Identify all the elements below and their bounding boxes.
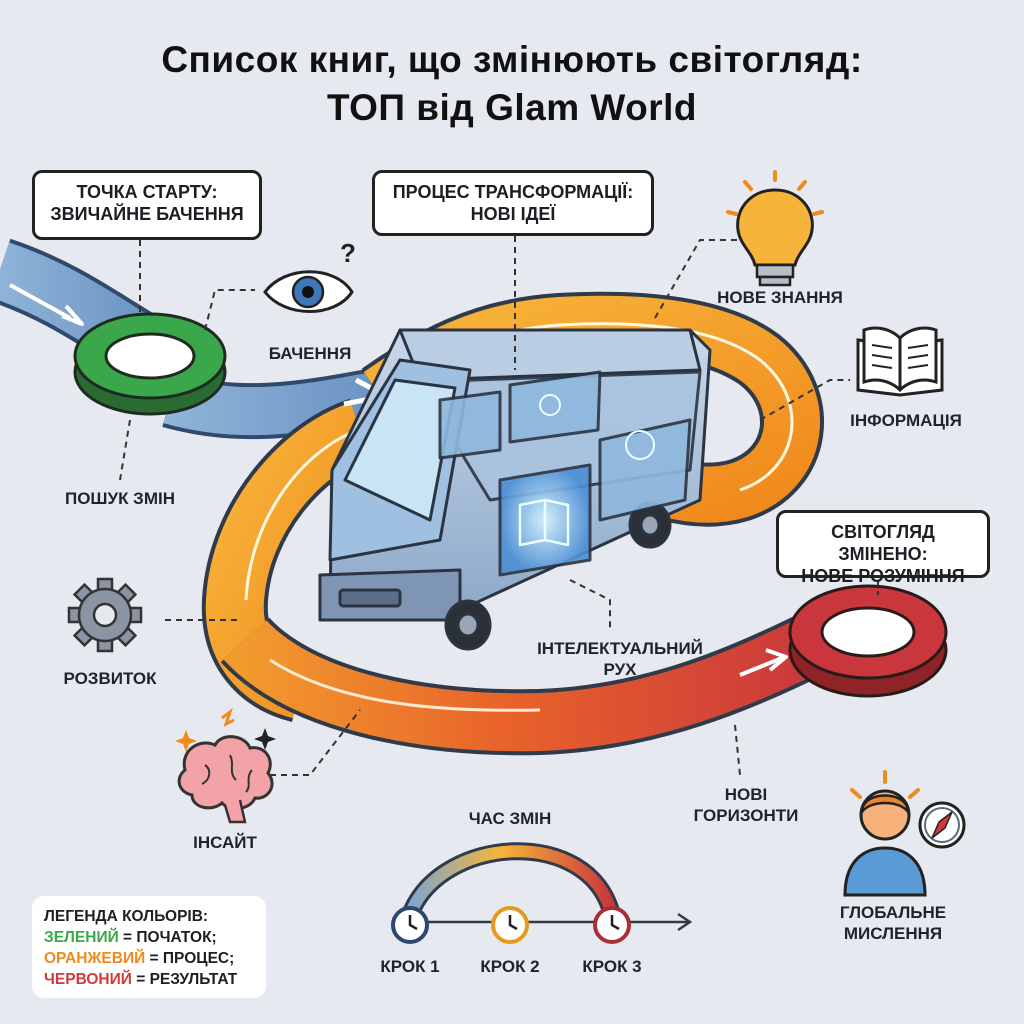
timeline <box>401 842 693 932</box>
eye-question-icon: ? <box>263 238 356 313</box>
timeline-title: Час змін <box>468 809 552 828</box>
lightbulb-icon <box>726 170 824 287</box>
label-global-thinking: Глобальне мислення <box>818 902 968 944</box>
open-book-icon <box>856 326 944 397</box>
legend-meaning-orange: = процес; <box>145 950 235 967</box>
svg-text:?: ? <box>340 238 356 268</box>
label-new-horizons: Нові горизонти <box>680 784 812 826</box>
callout-start: Точка старту: звичайне бачення <box>32 170 262 240</box>
label-intellectual-motion: Інтелектуальний рух <box>520 638 720 680</box>
gear-icon <box>67 577 143 653</box>
page-title: Список книг, що змінюють світогляд: <box>161 39 863 80</box>
label-new-horizons-line2: горизонти <box>693 806 799 825</box>
callout-process: Процес трансформації: нові ідеї <box>372 170 654 236</box>
clock-icon <box>391 906 631 944</box>
timeline-step-3: Крок 3 <box>582 957 642 976</box>
start-disc <box>73 312 227 416</box>
timeline-step-2: Крок 2 <box>480 957 540 976</box>
callout-result-line1: Світогляд змінено: <box>831 522 935 564</box>
label-global-thinking-line1: Глобальне <box>839 903 947 922</box>
legend-meaning-red: = результат <box>131 971 238 988</box>
connectors <box>119 236 879 776</box>
result-road <box>220 610 835 756</box>
legend-color-red: Червоний <box>44 971 132 988</box>
legend-title: Легенда кольорів: <box>44 908 209 925</box>
person-icon <box>843 770 927 897</box>
label-development: Розвиток <box>63 669 157 688</box>
label-intellectual-motion-line1: Інтелектуальний <box>537 639 703 658</box>
compass-icon <box>918 801 966 849</box>
label-new-knowledge: Нове знання <box>717 288 843 307</box>
callout-process-line1: Процес трансформації: <box>392 182 634 202</box>
page-subtitle: ТОП від Glam World <box>326 87 698 128</box>
brain-icon <box>175 707 276 824</box>
legend-meaning-green: = початок; <box>118 929 217 946</box>
legend-item-red: Червоний = результат <box>44 969 254 990</box>
callout-start-line2: звичайне бачення <box>50 204 244 224</box>
color-legend: Легенда кольорів: Зелений = початок; Ора… <box>32 896 266 998</box>
callout-start-line1: Точка старту: <box>76 182 218 202</box>
label-insight: Інсайт <box>193 833 257 852</box>
label-information: Інформація <box>850 411 962 430</box>
legend-item-green: Зелений = початок; <box>44 927 254 948</box>
callout-process-line2: нові ідеї <box>470 204 556 224</box>
callout-result: Світогляд змінено: нове розуміння <box>776 510 990 586</box>
timeline-step-1: Крок 1 <box>380 957 440 976</box>
label-global-thinking-line2: мислення <box>843 924 943 943</box>
label-intellectual-motion-line2: рух <box>603 660 637 679</box>
minibus-icon <box>318 328 712 651</box>
label-vision: Бачення <box>268 344 352 363</box>
legend-color-orange: Оранжевий <box>44 950 146 967</box>
callout-result-line2: нове розуміння <box>801 566 965 586</box>
legend-item-orange: Оранжевий = процес; <box>44 948 254 969</box>
result-disc <box>788 584 948 698</box>
label-new-horizons-line1: Нові <box>724 785 768 804</box>
legend-color-green: Зелений <box>44 929 119 946</box>
label-search: Пошук змін <box>64 489 175 508</box>
